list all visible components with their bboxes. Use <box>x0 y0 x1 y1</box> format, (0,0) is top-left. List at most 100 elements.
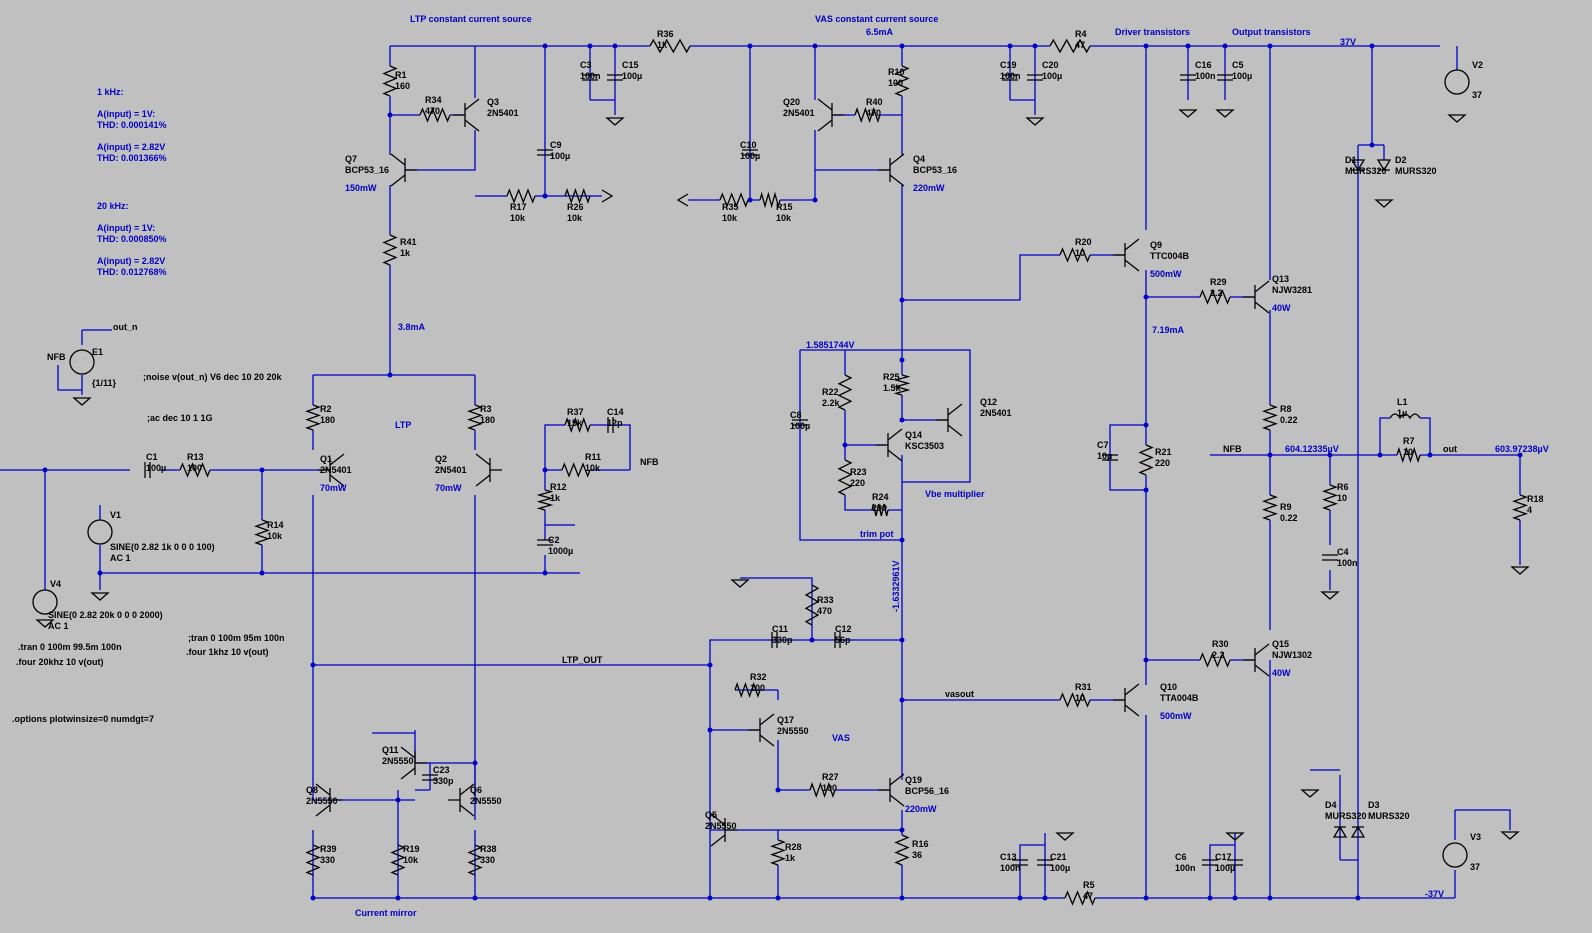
gnd-11 <box>72 397 92 406</box>
comp-q13-power: 40W <box>1272 303 1291 313</box>
comp-c13-value: 100n <box>1000 863 1021 873</box>
gnd-14 <box>1225 832 1245 841</box>
comp-r39-ref: R39 <box>320 844 337 854</box>
voltage-bottom: -1.6332961V <box>891 560 901 612</box>
resistor-r14 <box>254 519 270 546</box>
comp-r3-ref: R3 <box>480 404 492 414</box>
comp-q9-value: TTC004B <box>1150 251 1190 261</box>
comp-r24-ref: R24 <box>872 492 889 502</box>
voltage-top: 1.5851744V <box>806 340 855 350</box>
comp-r5-ref: R5 <box>1083 880 1095 890</box>
resistor-r12 <box>536 489 554 511</box>
transistor-q11 <box>400 746 427 780</box>
comp-r11-value: 10k <box>585 463 601 473</box>
comp-r40-value: 470 <box>866 108 881 118</box>
comp-r37-value: 15k <box>567 418 583 428</box>
resistor-r36 <box>649 38 691 54</box>
comp-q3-ref: Q3 <box>487 97 499 107</box>
comp-r27-value: 100 <box>822 783 837 793</box>
comp-q8-ref: Q8 <box>306 785 318 795</box>
resistor-r41 <box>382 234 398 266</box>
comp-d1-value: MURS320 <box>1345 166 1387 176</box>
resistor-r32 <box>734 682 761 698</box>
comp-q9-ref: Q9 <box>1150 240 1162 250</box>
comp-r7-ref: R7 <box>1403 436 1415 446</box>
directive-tran1: .tran 0 100m 99.5m 100n <box>18 642 122 652</box>
comp-c2-value: 1000µ <box>548 546 573 556</box>
directive-four2: .four 1khz 10 v(out) <box>186 647 269 657</box>
comp-r26-ref: R26 <box>567 202 584 212</box>
comp-r4-value: 47 <box>1075 40 1085 50</box>
comp-q4-ref: Q4 <box>913 154 925 164</box>
gnd-12 <box>730 579 750 588</box>
comp-c3-value: 100n <box>580 71 601 81</box>
resistor-r23 <box>837 459 853 496</box>
comp-c7-ref: C7 <box>1097 440 1109 450</box>
comp-r20-value: 10 <box>1075 248 1085 258</box>
comp-c20-value: 100µ <box>1042 71 1062 81</box>
comp-c1-ref: C1 <box>146 452 158 462</box>
resistor-r25 <box>893 374 911 396</box>
resistor-r29 <box>1199 289 1231 305</box>
resistor-r26 <box>564 188 591 204</box>
comp-c4-ref: C4 <box>1337 547 1349 557</box>
comp-r23-value: 220 <box>850 478 865 488</box>
capacitor-c7 <box>1102 454 1118 461</box>
capacitor-c13 <box>1012 859 1028 866</box>
directive-noise: ;noise v(out_n) V6 dec 10 20 20k <box>143 372 283 382</box>
comp-r21-ref: R21 <box>1155 447 1172 457</box>
comp-q9-power: 500mW <box>1150 269 1182 279</box>
comp-r18-ref: R18 <box>1527 494 1544 504</box>
component-symbols <box>32 38 1530 906</box>
resistor-r5 <box>1064 890 1096 906</box>
capacitor-c15 <box>607 74 623 81</box>
comp-r38-value: 330 <box>480 855 495 865</box>
comp-q10-value: TTA004B <box>1160 693 1199 703</box>
comp-q13-value: NJW3281 <box>1272 285 1312 295</box>
comp-r4-ref: R4 <box>1075 29 1087 39</box>
comp-c12-value: 56p <box>835 635 851 645</box>
v2-val: 37 <box>1472 90 1482 100</box>
comp-d3-ref: D3 <box>1368 800 1380 810</box>
driver-current: 7.19mA <box>1152 325 1185 335</box>
comp-r33-ref: R33 <box>817 595 834 605</box>
directive-ac: ;ac dec 10 1 1G <box>147 413 213 423</box>
comp-q11-ref: Q11 <box>382 745 399 755</box>
comp-q10-ref: Q10 <box>1160 682 1177 692</box>
comp-r5-value: 47 <box>1083 891 1093 901</box>
resistor-r38 <box>467 844 483 876</box>
comp-r27-ref: R27 <box>822 772 839 782</box>
gnd-3 <box>1178 109 1198 118</box>
transistor-q15 <box>1243 643 1270 677</box>
comp-r34-ref: R34 <box>425 95 442 105</box>
comp-r9-value: 0.22 <box>1280 513 1298 523</box>
wires <box>0 45 1521 899</box>
nfb-net-2: NFB <box>1223 444 1242 454</box>
v2-name: V2 <box>1472 60 1483 70</box>
comp-r14-value: 10k <box>267 531 283 541</box>
comp-q3-value: 2N5401 <box>487 108 519 118</box>
comp-r19-ref: R19 <box>403 844 420 854</box>
thd-1k-a1: A(input) = 1V: <box>97 109 155 119</box>
capacitor-c11 <box>771 632 778 648</box>
comp-q20-value: 2N5401 <box>783 108 815 118</box>
v4-spec: SINE(0 2.82 20k 0 0 0 2000) <box>48 610 163 620</box>
comp-c9-ref: C9 <box>550 140 562 150</box>
comp-q15-power: 40W <box>1272 668 1291 678</box>
comp-d4-ref: D4 <box>1325 800 1337 810</box>
comp-r25-ref: R25 <box>883 372 900 382</box>
comp-c21-ref: C21 <box>1050 852 1067 862</box>
gnd-16 <box>1300 789 1320 798</box>
v1-spec: SINE(0 2.82 1k 0 0 0 100) <box>110 542 215 552</box>
resistor-r27 <box>809 782 836 798</box>
gnd-2 <box>1025 117 1045 126</box>
comp-q7-power: 150mW <box>345 183 377 193</box>
ltp-out-net: LTP_OUT <box>562 655 603 665</box>
directive-tran2: ;tran 0 100m 95m 100n <box>188 633 285 643</box>
comp-r29-value: 2.2 <box>1210 288 1223 298</box>
comp-c7-value: 10µ <box>1097 451 1112 461</box>
comp-r17-ref: R17 <box>510 202 527 212</box>
comp-q11-value: 2N5550 <box>382 756 414 766</box>
comp-r40-ref: R40 <box>866 97 883 107</box>
